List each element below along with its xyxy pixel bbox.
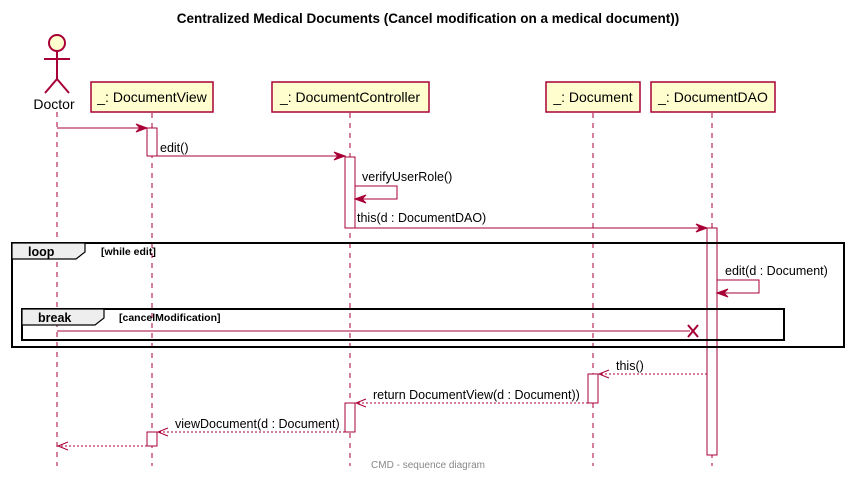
participant-box	[545, 81, 641, 113]
fragment-guard: [cancelModification]	[119, 312, 221, 324]
fragment-operator: break	[38, 311, 71, 325]
activation-documentcontroller-1	[344, 156, 356, 229]
participant-label: _: Document	[552, 89, 632, 105]
diagram-title: Centralized Medical Documents (Cancel mo…	[177, 11, 680, 26]
message-label: this(d : DocumentDAO)	[357, 211, 486, 225]
message-line	[717, 279, 760, 294]
arrow-head-icon	[695, 223, 709, 233]
fragment-guard: [while edit]	[101, 246, 156, 258]
actor-label: Doctor	[33, 96, 75, 112]
activation-document	[587, 373, 599, 404]
activation-documentcontroller-2	[344, 402, 356, 433]
message-return-doctor	[56, 441, 147, 451]
arrow-head-icon	[353, 194, 367, 204]
participant-document: _: Document	[545, 81, 641, 113]
participant-label: _: DocumentDAO	[657, 89, 768, 105]
message-cancel-modification	[57, 324, 699, 338]
participant-box	[650, 81, 776, 113]
message-return-documentview: return DocumentView(d : Document))	[354, 388, 588, 408]
fragment-tab	[11, 242, 86, 260]
message-label: verifyUserRole()	[362, 170, 452, 184]
destroy-icon	[687, 324, 699, 338]
participant-label: _: DocumentView	[96, 89, 207, 105]
message-edit-document: edit(d : Document)	[715, 264, 828, 298]
arrow-head-icon	[333, 151, 347, 161]
arrow-head-icon	[354, 398, 367, 408]
activation-documentview-1	[146, 127, 158, 157]
arrow-head-icon	[56, 441, 69, 451]
message-label: return DocumentView(d : Document))	[373, 388, 580, 402]
message-edit: edit()	[157, 141, 347, 161]
activation-documentdao	[706, 227, 718, 456]
participant-box	[271, 81, 430, 113]
fragment-tab	[21, 308, 105, 326]
participant-documentdao: _: DocumentDAO	[650, 81, 776, 113]
arrow-head-icon	[597, 369, 610, 379]
participant-documentview: _: DocumentView	[90, 81, 214, 113]
message-open-view	[57, 123, 149, 133]
actor-doctor: Doctor	[33, 34, 75, 112]
message-label: edit()	[160, 141, 188, 155]
message-label: this()	[616, 359, 644, 373]
activation-documentview-2	[146, 431, 158, 447]
message-verify-user-role: verifyUserRole()	[353, 170, 452, 204]
message-label: edit(d : Document)	[725, 264, 828, 278]
message-view-document: viewDocument(d : Document)	[156, 417, 345, 437]
participant-documentcontroller: _: DocumentController	[271, 81, 430, 113]
message-this-return: this()	[597, 359, 707, 379]
message-label: viewDocument(d : Document)	[175, 417, 340, 431]
fragment-break: break [cancelModification]	[21, 308, 785, 341]
message-line	[355, 185, 398, 200]
participant-box	[90, 81, 214, 113]
arrow-head-icon	[156, 427, 169, 437]
fragment-operator: loop	[28, 245, 55, 259]
message-this-dao: this(d : DocumentDAO)	[355, 211, 709, 233]
actor-left-leg-icon	[44, 78, 58, 94]
arrow-head-icon	[135, 123, 149, 133]
fragment-frame	[11, 242, 845, 348]
actor-right-leg-icon	[56, 78, 70, 94]
fragment-loop: loop [while edit]	[11, 242, 845, 348]
actor-head-icon	[48, 34, 66, 52]
arrow-head-icon	[715, 288, 729, 298]
diagram-footer: CMD - sequence diagram	[371, 460, 485, 471]
participant-label: _: DocumentController	[279, 89, 420, 105]
